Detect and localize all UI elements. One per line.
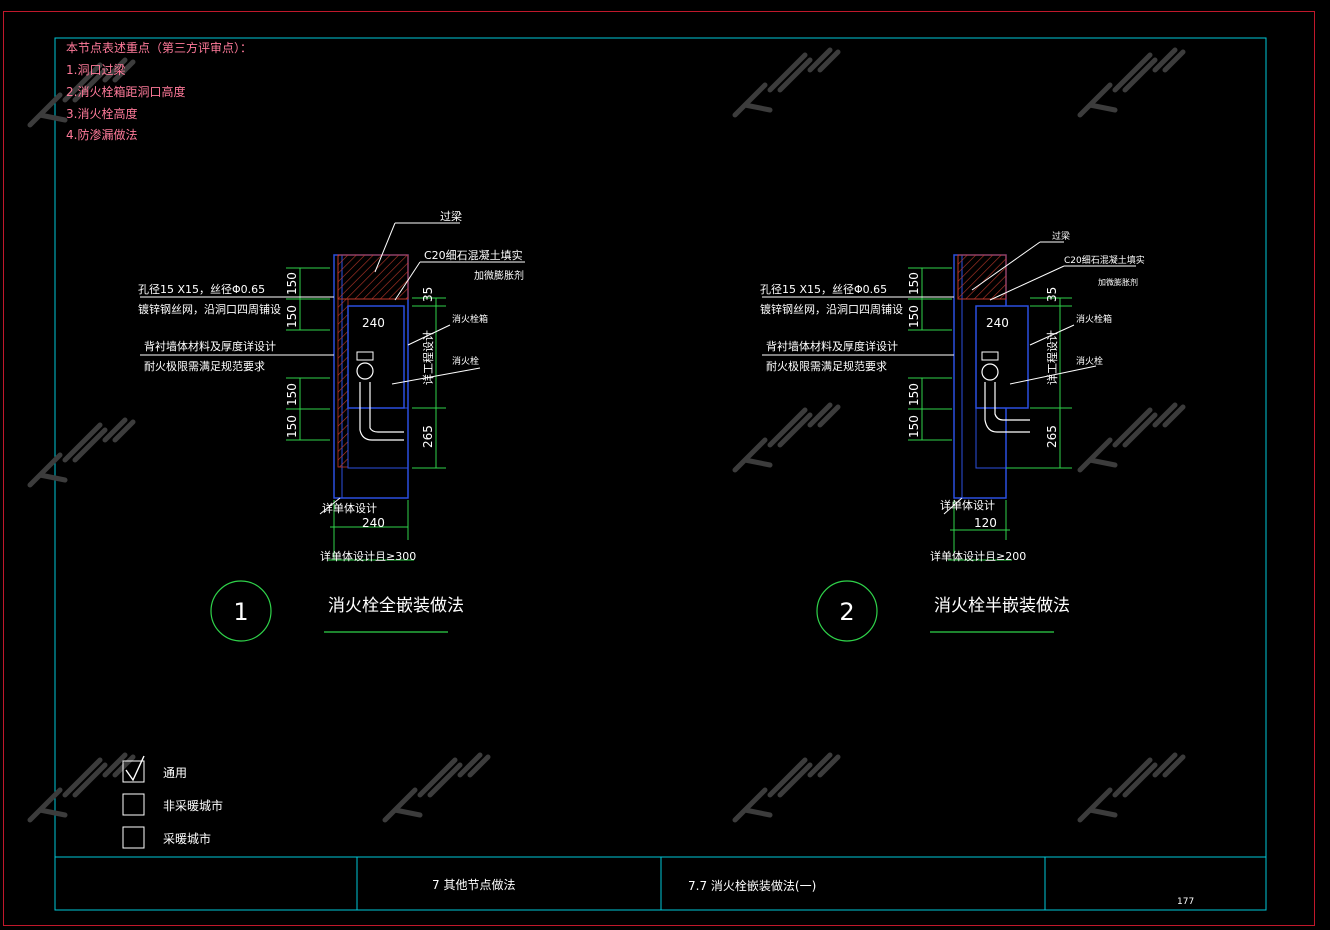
hydrant-handle-icon (356, 351, 374, 361)
dim-wall-width: 120 (974, 516, 997, 530)
lower-fill (975, 407, 1007, 469)
dim-35: 35 (1045, 287, 1059, 302)
hydrant-pipe (984, 382, 1030, 433)
note-item: 1.洞口过梁 (66, 62, 125, 77)
lower-fill (347, 407, 409, 469)
detail-2-half-embed: 过梁 C20细石混凝土填实 加微膨胀剂 孔径15 X15，丝径Φ0.65 镀锌钢… (760, 230, 1145, 642)
label-hydrant-box: 消火栓箱 (452, 313, 488, 325)
dim-150: 150 (285, 272, 299, 295)
label-see-design-vertical: 详工程设计 (421, 330, 435, 385)
dim-265: 265 (421, 425, 435, 448)
watermark-logo (382, 752, 491, 823)
title-block-chapter: 7 其他节点做法 (432, 877, 515, 892)
label-hole-1: 孔径15 X15，丝径Φ0.65 (760, 283, 887, 296)
label-see-design-vertical: 详工程设计 (1045, 330, 1059, 385)
legend-label: 非采暖城市 (163, 798, 223, 813)
dim-150: 150 (285, 383, 299, 406)
label-lintel: 过梁 (1052, 230, 1070, 242)
dim-wall-width: 240 (362, 516, 385, 530)
dim-265: 265 (1045, 425, 1059, 448)
drawing-frame (54, 37, 1267, 911)
checkmark-icon (125, 755, 145, 782)
hydrant-pipe (994, 382, 1030, 421)
dim-box-width: 240 (986, 316, 1009, 330)
notes-title: 本节点表述重点（第三方评审点）： (66, 40, 252, 55)
watermark-logo (1077, 402, 1186, 473)
hydrant-pipe (359, 382, 404, 441)
label-bottom-note: 详单体设计且≥300 (320, 549, 416, 563)
watermark-logo (1077, 47, 1186, 118)
note-item: 2.消火栓箱距洞口高度 (66, 84, 185, 99)
legend-checkbox-general[interactable] (122, 760, 145, 783)
label-hydrant: 消火栓 (1076, 355, 1103, 367)
label-lintel: 过梁 (440, 209, 462, 223)
dim-150: 150 (285, 305, 299, 328)
label-bottom-note: 详单体设计且≥200 (930, 549, 1026, 563)
hydrant-handle-icon (981, 351, 999, 361)
label-backing-1: 背衬墙体材料及厚度详设计 (144, 339, 276, 353)
page-number: 177 (1177, 897, 1194, 907)
label-hole-2: 镀锌钢丝网，沿洞口四周铺设 (760, 302, 903, 316)
detail-1-full-embed: 过梁 C20细石混凝土填实 加微膨胀剂 孔径15 X15，丝径Φ0.65 镀锌钢… (138, 209, 525, 642)
legend-label: 采暖城市 (163, 831, 211, 846)
detail-title: 消火栓半嵌装做法 (934, 596, 1070, 616)
watermark-logo (27, 57, 136, 128)
dim-35: 35 (421, 287, 435, 302)
legend-checkbox-non-heating[interactable] (122, 793, 145, 816)
watermark-layer (27, 47, 1186, 823)
dimension-lines-right (908, 267, 1072, 561)
leader-lines (762, 241, 1136, 515)
detail-title: 消火栓全嵌装做法 (328, 596, 464, 616)
watermark-logo (732, 752, 841, 823)
label-see-single: 详单体设计 (322, 501, 377, 515)
dim-150: 150 (907, 272, 921, 295)
dim-box-width: 240 (362, 316, 385, 330)
label-expansion: 加微膨胀剂 (474, 269, 524, 282)
label-backing-2: 耐火极限需满足规范要求 (144, 359, 265, 373)
note-item: 4.防渗漏做法 (66, 127, 137, 142)
title-block: 7 其他节点做法 7.7 消火栓嵌装做法(一) 177 (55, 856, 1266, 910)
label-hole-1: 孔径15 X15，丝径Φ0.65 (138, 283, 265, 296)
watermark-logo (1077, 752, 1186, 823)
lintel-hatch (957, 254, 1007, 300)
hydrant-pipe (369, 382, 404, 433)
watermark-logo (732, 402, 841, 473)
hydrant-valve-icon (981, 363, 999, 381)
label-hydrant: 消火栓 (452, 355, 479, 367)
label-see-single: 详单体设计 (940, 498, 995, 512)
detail-number-circle (210, 580, 272, 642)
label-backing-2: 耐火极限需满足规范要求 (766, 359, 887, 373)
detail-number: 2 (839, 598, 854, 626)
watermark-logo (27, 417, 136, 488)
dim-150: 150 (907, 305, 921, 328)
label-hole-2: 镀锌钢丝网，沿洞口四周铺设 (138, 302, 281, 316)
label-hydrant-box: 消火栓箱 (1076, 313, 1112, 325)
legend: 通用 非采暖城市 采暖城市 (122, 755, 223, 849)
legend-checkbox-heating[interactable] (122, 826, 145, 849)
lintel-hatch (337, 254, 409, 300)
watermark-logo (732, 47, 841, 118)
detail-number: 1 (233, 598, 248, 626)
watermark-logo (27, 752, 136, 823)
dim-150: 150 (907, 415, 921, 438)
label-expansion: 加微膨胀剂 (1098, 277, 1138, 287)
label-backing-1: 背衬墙体材料及厚度详设计 (766, 339, 898, 353)
note-item: 3.消火栓高度 (66, 106, 137, 121)
detail-number-circle (816, 580, 878, 642)
leader-lines (140, 222, 525, 515)
notes-block: 本节点表述重点（第三方评审点）： 1.洞口过梁 2.消火栓箱距洞口高度 3.消火… (66, 40, 252, 142)
label-c20: C20细石混凝土填实 (1064, 254, 1145, 266)
dim-150: 150 (907, 383, 921, 406)
hydrant-valve-icon (356, 362, 374, 380)
wall-hatch-left (337, 298, 349, 468)
dim-150: 150 (285, 415, 299, 438)
label-c20: C20细石混凝土填实 (424, 248, 523, 262)
dimension-lines-left (286, 267, 446, 561)
title-block-section: 7.7 消火栓嵌装做法(一) (688, 878, 816, 893)
legend-label: 通用 (163, 766, 187, 780)
